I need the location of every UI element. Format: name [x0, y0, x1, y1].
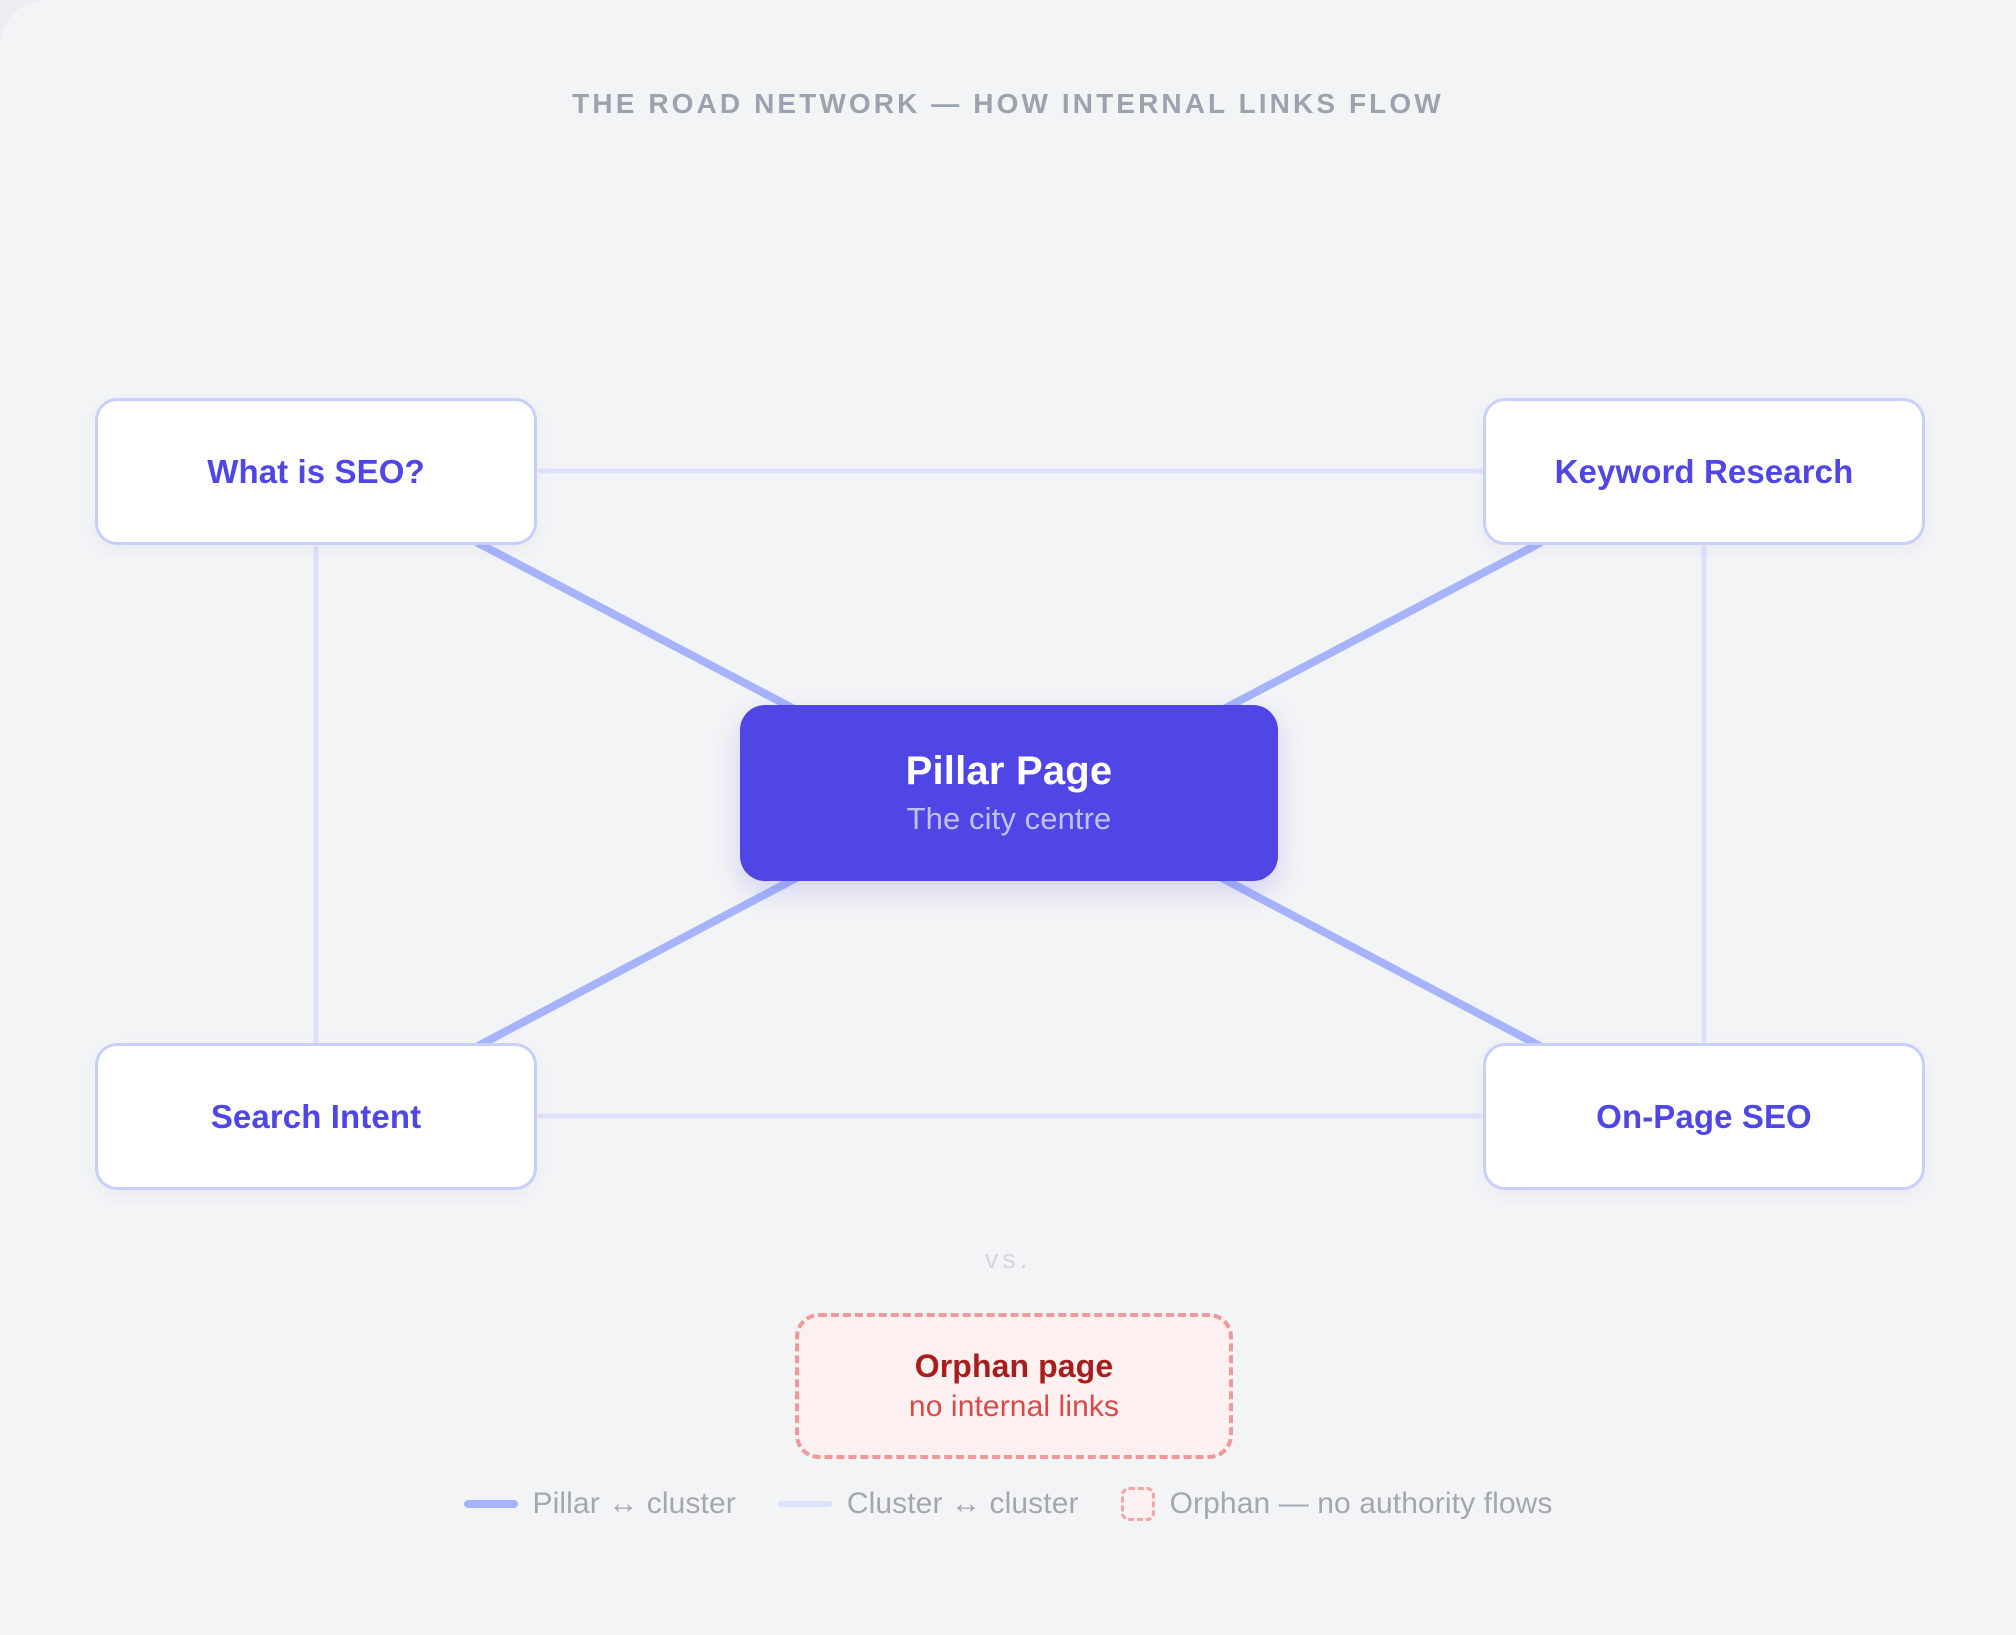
versus-label: vs.: [984, 1244, 1032, 1274]
orphan-node[interactable]: Orphan page no internal links: [795, 1313, 1233, 1459]
cluster-node-label: Search Intent: [210, 1097, 422, 1135]
edge-pillar-to-search-intent: [474, 872, 804, 1050]
cluster-node-onpage-seo[interactable]: On-Page SEO: [1483, 1043, 1925, 1190]
cluster-node-search-intent[interactable]: Search Intent: [95, 1043, 537, 1190]
thick-line-swatch-icon: [463, 1500, 518, 1508]
legend-item-cluster-cluster: Cluster ↔ cluster: [777, 1487, 1079, 1521]
orphan-node-subtitle: no internal links: [908, 1390, 1120, 1423]
legend-item-orphan: Orphan — no authority flows: [1120, 1487, 1553, 1521]
legend-item-label: Pillar ↔ cluster: [532, 1487, 736, 1520]
cluster-node-label: What is SEO?: [207, 452, 425, 490]
legend-item-label: Orphan — no authority flows: [1169, 1487, 1553, 1520]
pillar-node-title: Pillar Page: [905, 748, 1113, 793]
pillar-node-subtitle: The city centre: [906, 800, 1112, 836]
pillar-node[interactable]: Pillar Page The city centre: [740, 705, 1278, 881]
edge-pillar-to-what-is-seo: [474, 539, 804, 716]
thin-line-swatch-icon: [777, 1501, 832, 1507]
page-title: THE ROAD NETWORK — HOW INTERNAL LINKS FL…: [572, 88, 1444, 119]
cluster-node-what-is-seo[interactable]: What is SEO?: [95, 398, 537, 545]
cluster-node-label: Keyword Research: [1554, 452, 1854, 490]
legend-item-pillar-cluster: Pillar ↔ cluster: [463, 1487, 736, 1521]
dashed-box-swatch-icon: [1120, 1487, 1155, 1521]
orphan-node-title: Orphan page: [914, 1348, 1114, 1384]
cluster-node-keyword-research[interactable]: Keyword Research: [1483, 398, 1925, 545]
legend: Pillar ↔ cluster Cluster ↔ cluster Orpha…: [0, 1487, 2016, 1521]
cluster-node-label: On-Page SEO: [1596, 1097, 1812, 1135]
edge-pillar-to-onpage-seo: [1214, 872, 1544, 1050]
edge-pillar-to-keyword-research: [1214, 539, 1544, 716]
legend-item-label: Cluster ↔ cluster: [846, 1487, 1079, 1520]
